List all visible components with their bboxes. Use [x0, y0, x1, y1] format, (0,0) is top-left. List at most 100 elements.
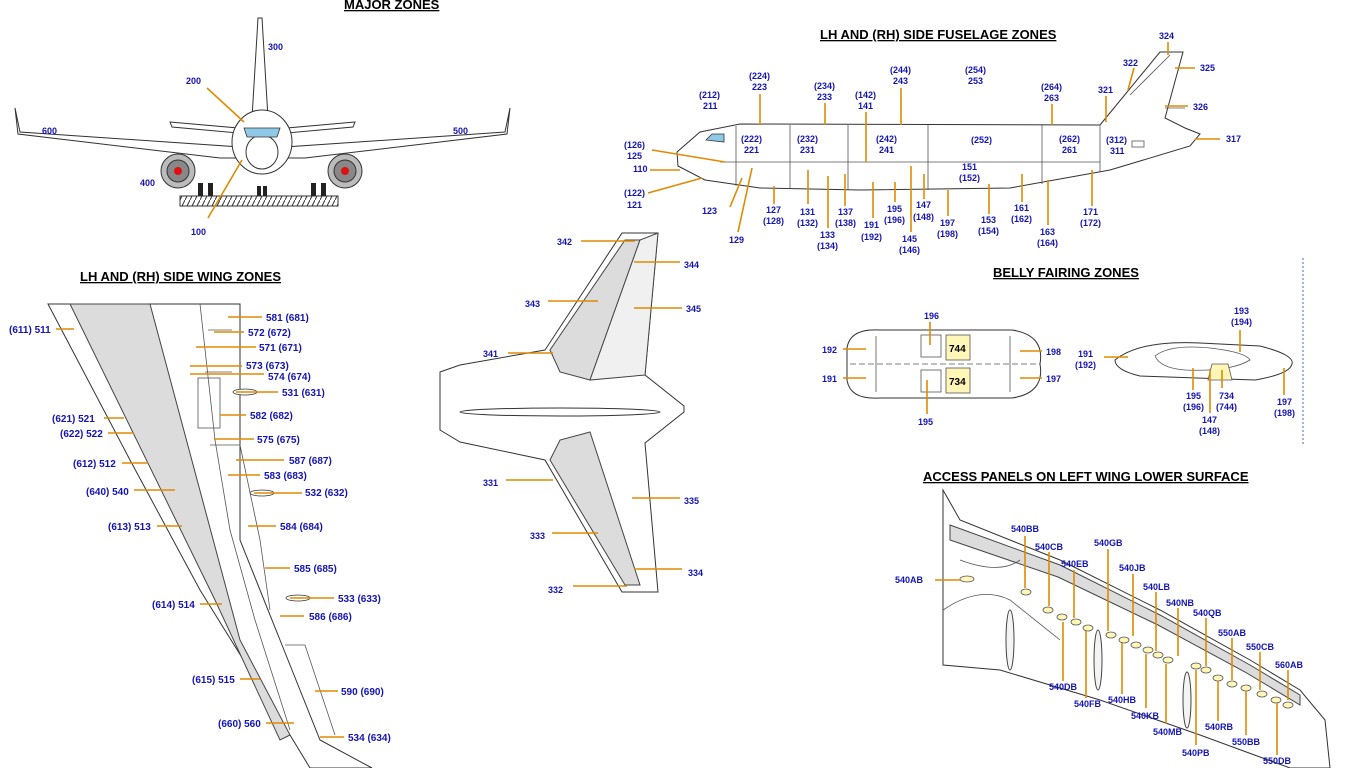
label-192: (192) [861, 232, 882, 242]
label-522: (622) 522 [60, 429, 103, 440]
label-534: 534 (634) [348, 733, 391, 744]
label-540DB: 540DB [1049, 682, 1078, 692]
label-532: 532 (632) [305, 488, 348, 499]
label-540JB: 540JB [1119, 563, 1146, 573]
label-196-b: (196) [1183, 402, 1204, 412]
label-540AB: 540AB [895, 575, 924, 585]
label-100: 100 [191, 227, 206, 237]
label-133: 133 [820, 230, 835, 240]
label-560: (660) 560 [218, 719, 261, 730]
fuselage-drawing [647, 42, 1220, 233]
label-192: 192 [822, 345, 837, 355]
label-540CB: 540CB [1035, 542, 1064, 552]
label-500: 500 [453, 126, 468, 136]
label-325: 325 [1200, 63, 1215, 73]
label-326: 326 [1193, 102, 1208, 112]
label-253: 253 [968, 76, 983, 86]
label-343: 343 [525, 299, 540, 309]
label-195-b: 195 [1186, 391, 1201, 401]
label-262: (262) [1059, 134, 1080, 144]
label-146: (146) [899, 245, 920, 255]
label-252: (252) [971, 135, 992, 145]
label-514: (614) 514 [152, 600, 195, 611]
label-574: 574 (674) [268, 372, 311, 383]
label-344: 344 [684, 260, 699, 270]
label-197: 197 [940, 218, 955, 228]
label-586: 586 (686) [309, 612, 352, 623]
label-127: 127 [766, 205, 781, 215]
label-511: (611) 511 [9, 325, 51, 336]
label-222: (222) [741, 134, 762, 144]
label-223: 223 [752, 82, 767, 92]
label-148: (148) [1199, 426, 1220, 436]
label-513: (613) 513 [108, 522, 151, 533]
label-198: (198) [937, 229, 958, 239]
fuselage-zone-labels: 324 322 325 326 321 317 (312) 311 (224) … [624, 31, 1241, 255]
label-345: 345 [686, 304, 701, 314]
label-533: 533 (633) [338, 594, 381, 605]
label-550DB: 550DB [1263, 756, 1292, 766]
label-148: (148) [913, 212, 934, 222]
label-571: 571 (671) [259, 343, 302, 354]
label-232: (232) [797, 134, 818, 144]
label-540BB: 540BB [1011, 524, 1040, 534]
label-138: (138) [835, 218, 856, 228]
label-197-b: 197 [1277, 397, 1292, 407]
label-540PB: 540PB [1182, 748, 1210, 758]
label-152: (152) [959, 173, 980, 183]
label-322: 322 [1123, 58, 1138, 68]
label-263: 263 [1044, 93, 1059, 103]
label-317: 317 [1226, 134, 1241, 144]
label-560AB: 560AB [1275, 660, 1304, 670]
label-198: 198 [1046, 347, 1061, 357]
label-128: (128) [763, 216, 784, 226]
label-540HB: 540HB [1108, 695, 1137, 705]
label-163: 163 [1040, 227, 1055, 237]
title-access-panels: ACCESS PANELS ON LEFT WING LOWER SURFACE [923, 469, 1249, 484]
label-171: 171 [1083, 207, 1098, 217]
label-590: 590 (690) [341, 687, 384, 698]
label-231: 231 [800, 145, 815, 155]
label-129: 129 [729, 235, 744, 245]
label-573: 573 (673) [246, 361, 289, 372]
label-587: 587 (687) [289, 456, 332, 467]
label-195: 195 [887, 204, 902, 214]
label-734: 734 [949, 377, 966, 388]
label-134: (134) [817, 241, 838, 251]
label-744: 744 [949, 344, 966, 355]
label-126: (126) [624, 140, 645, 150]
label-540LB: 540LB [1143, 582, 1171, 592]
label-400: 400 [140, 178, 155, 188]
wing-drawing [47, 303, 373, 768]
label-540EB: 540EB [1061, 559, 1089, 569]
label-600: 600 [42, 126, 57, 136]
label-583: 583 (683) [264, 471, 307, 482]
label-585: 585 (685) [294, 564, 337, 575]
label-192-b: (192) [1075, 360, 1096, 370]
label-164: (164) [1037, 238, 1058, 248]
title-major-zones: MAJOR ZONES [344, 0, 440, 12]
label-311: 311 [1110, 146, 1125, 156]
label-243: 243 [893, 76, 908, 86]
label-196: 196 [924, 311, 939, 321]
label-254: (254) [965, 65, 986, 75]
label-335: 335 [684, 496, 699, 506]
belly-fairing-drawing [843, 258, 1304, 445]
label-197: 197 [1046, 374, 1061, 384]
label-193: 193 [1234, 306, 1249, 316]
label-540RB: 540RB [1205, 722, 1234, 732]
label-121: 121 [627, 200, 642, 210]
label-575: 575 (675) [257, 435, 300, 446]
label-332: 332 [548, 585, 563, 595]
major-zone-labels: 300 200 600 500 400 100 [42, 42, 468, 237]
label-154: (154) [978, 226, 999, 236]
label-540KB: 540KB [1131, 711, 1160, 721]
tailplane-drawing [439, 232, 685, 593]
label-153: 153 [981, 215, 996, 225]
label-540GB: 540GB [1094, 538, 1123, 548]
label-234: (234) [814, 81, 835, 91]
label-211: 211 [703, 101, 718, 111]
label-550AB: 550AB [1218, 628, 1247, 638]
label-151: 151 [962, 162, 977, 172]
